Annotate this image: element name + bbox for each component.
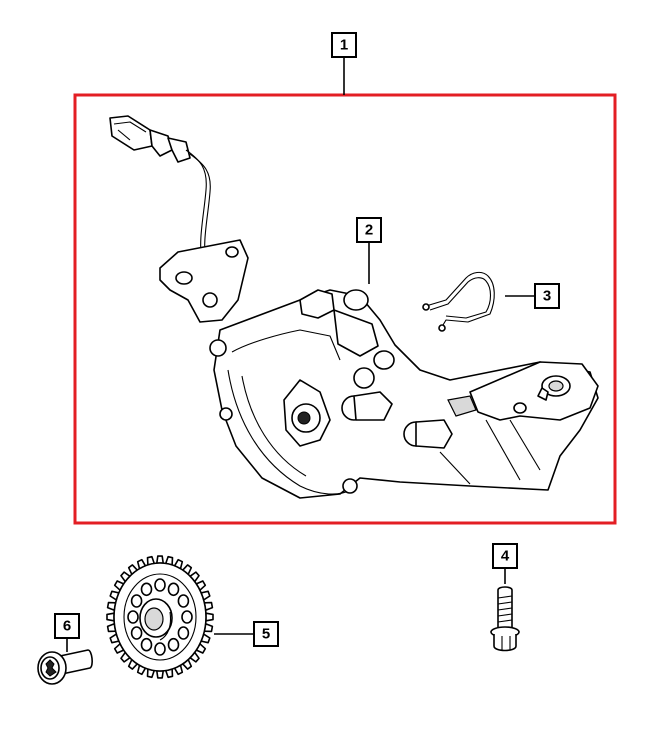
callout-label-5: 5 [262,626,270,643]
callout-box-2 [356,217,382,243]
gear-hole [130,626,143,640]
gear-hole [154,642,166,656]
callout-3[interactable]: 3 [505,283,560,309]
sensor-connector [109,115,191,163]
callout-1[interactable]: 1 [331,32,357,95]
callout-box-1 [331,32,357,58]
gear-tooth [156,670,164,679]
torx-screw-icon[interactable] [37,649,93,685]
callout-6[interactable]: 6 [54,613,80,652]
gear-tooth [156,555,164,564]
callout-label-6: 6 [63,618,71,635]
callout-label-2: 2 [365,222,373,239]
oil-pump-assembly-icon[interactable] [109,115,599,499]
retaining-clip-icon[interactable] [422,271,495,332]
callout-4[interactable]: 4 [492,543,518,584]
gear-tooth [106,612,115,622]
pump-shaft-hub [283,379,331,447]
gear-hole [167,637,180,652]
callout-box-3 [534,283,560,309]
gear-holes [127,578,193,656]
callout-box-5 [253,621,279,647]
callout-label-3: 3 [543,288,551,305]
flange-bolt-icon[interactable] [490,586,520,652]
mounting-bracket [159,239,249,323]
pump-housing [213,289,599,499]
gear-hole [154,578,166,592]
callout-5[interactable]: 5 [214,621,279,647]
gear-hole [167,582,180,597]
gear-hole [181,610,193,624]
sprocket-gear-icon[interactable] [106,555,214,679]
gear-hole [127,610,139,624]
gear-hole [177,626,190,640]
assembly-frame [73,93,617,525]
callout-label-4: 4 [501,548,510,565]
gear-hole [140,637,153,652]
callout-2[interactable]: 2 [356,217,382,284]
gear-hole [177,594,190,608]
callout-label-1: 1 [340,37,348,54]
gear-tooth [205,612,214,622]
gear-hole [130,594,143,608]
gear-hole [140,582,153,597]
